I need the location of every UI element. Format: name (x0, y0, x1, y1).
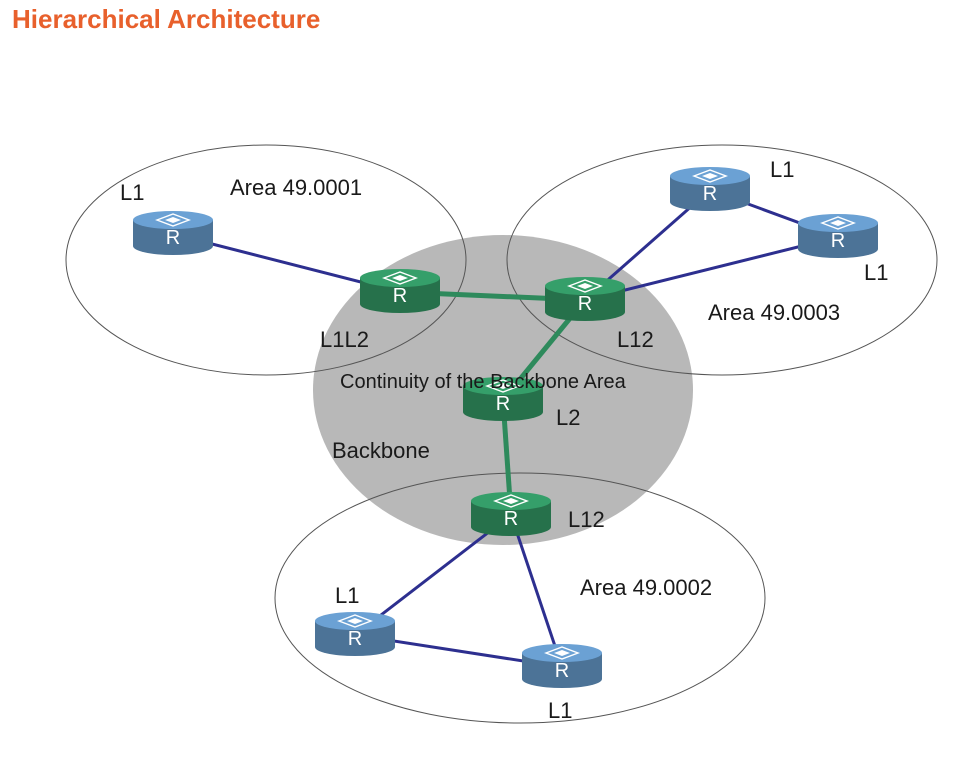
router-role-label: L1 (770, 157, 794, 182)
router-a2-l1-right: R (522, 644, 602, 688)
router-letter: R (703, 183, 717, 205)
area-49-0002-boundary (274, 472, 766, 724)
router-letter: R (831, 230, 845, 252)
router-role-label: L1 (120, 180, 144, 205)
router-role-label: L1L2 (320, 327, 369, 352)
area-49-0003-label: Area 49.0003 (708, 300, 840, 325)
router-letter: R (504, 508, 518, 530)
router-letter: R (496, 393, 510, 415)
backbone-label: Backbone (332, 438, 430, 463)
page-title: Hierarchical Architecture (12, 4, 321, 34)
continuity-label: Continuity of the Backbone Area (340, 371, 627, 393)
link-a3-l12-to-l1right (584, 235, 839, 302)
router-symbol-icon (692, 169, 728, 183)
router-a3-l12: R (545, 277, 625, 321)
router-symbol-icon (382, 271, 418, 285)
router-a3-l1-top: R (670, 167, 750, 211)
router-symbol-icon (493, 494, 529, 508)
area-49-0002-label: Area 49.0002 (580, 575, 712, 600)
router-a1-l1: R (133, 211, 213, 255)
router-role-label: L2 (556, 405, 580, 430)
area-49-0001-boundary (65, 144, 467, 376)
router-symbol-icon (567, 279, 603, 293)
router-role-label: L12 (617, 327, 654, 352)
router-bb-l2: R (463, 377, 543, 421)
router-symbol-icon (820, 216, 856, 230)
router-letter: R (578, 293, 592, 315)
router-role-label: L1 (335, 583, 359, 608)
router-letter: R (348, 628, 362, 650)
router-a2-l1-left: R (315, 612, 395, 656)
area-49-0003-boundary (506, 144, 938, 376)
router-a1-l1l2: R (360, 269, 440, 313)
area-49-0001-label: Area 49.0001 (230, 175, 362, 200)
router-letter: R (555, 660, 569, 682)
router-symbol-icon (544, 646, 580, 660)
router-role-label: L1 (864, 260, 888, 285)
router-role-label: L1 (548, 698, 572, 723)
router-letter: R (393, 285, 407, 307)
link-a2-l12-to-l1right (509, 514, 564, 668)
router-letter: R (166, 227, 180, 249)
router-a3-l1-right: R (798, 214, 878, 258)
router-symbol-icon (337, 614, 373, 628)
router-a2-l12: R (471, 492, 551, 536)
router-symbol-icon (485, 379, 521, 393)
router-role-label: L12 (568, 507, 605, 532)
router-symbol-icon (155, 213, 191, 227)
